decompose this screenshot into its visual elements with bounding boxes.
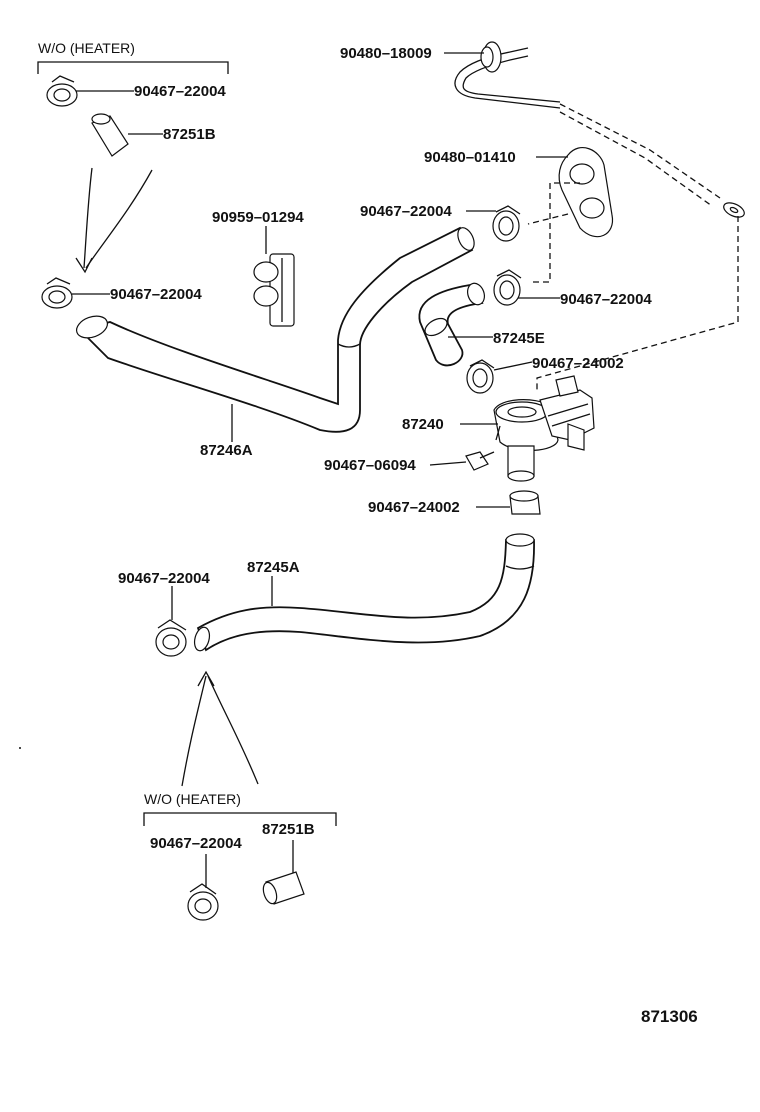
part-label-bypass-hose-bottom: 87251B: [262, 821, 315, 838]
hose-clamp-icon: [509, 490, 541, 515]
part-label-clamp-bottom: 90467–22004: [150, 835, 242, 852]
arrow-line: [207, 675, 259, 785]
control-cable-assembly: [454, 41, 745, 218]
diagram-number: 871306: [641, 1007, 698, 1026]
arrow-head-icon: [75, 257, 93, 274]
part-label-hose-87245a: 87245A: [247, 559, 300, 576]
hose-clamp-icon: [493, 269, 522, 306]
hose-clip-icon: [253, 253, 295, 327]
hose-clamp-icon: [155, 619, 187, 657]
cable-end-eyelet-icon: [723, 202, 745, 218]
heater-hose-87246a: [75, 226, 475, 433]
cable-grommet-icon: [480, 41, 502, 73]
part-label-clamp-top-2: 90467–22004: [110, 286, 202, 303]
screw-icon: [465, 451, 495, 471]
part-label-clamp-right-1: 90467–22004: [360, 203, 452, 220]
hose-clamp-icon: [492, 205, 521, 242]
wo-heater-label-bottom: W/O (HEATER): [144, 791, 241, 807]
part-label-clamp-right-2: 90467–22004: [560, 291, 652, 308]
hose-clamp-icon: [41, 277, 73, 309]
part-label-screw: 90467–06094: [324, 457, 416, 474]
bypass-hose-icon: [91, 113, 129, 157]
part-label-valve: 87240: [402, 416, 444, 433]
part-label-hose-87246a: 87246A: [200, 442, 253, 459]
part-label-clamp-24002-b: 90467–24002: [368, 499, 460, 516]
part-label-clip: 90959–01294: [212, 209, 304, 226]
wo-heater-label-top: W/O (HEATER): [38, 40, 135, 56]
heater-hose-87245a: [193, 533, 535, 652]
arrow-line: [181, 675, 207, 787]
part-label-cable-grommet: 90480–18009: [340, 45, 432, 62]
water-valve-icon: [493, 375, 595, 482]
part-label-clamp-top-1: 90467–22004: [134, 83, 226, 100]
arrow-head-icon: [197, 670, 215, 687]
wo-heater-group-top: W/O (HEATER) 90467–22004 87251B 90467–22…: [37, 40, 229, 309]
hose-clamp-icon: [466, 359, 495, 394]
stray-dot: [19, 747, 21, 749]
hose-clamp-icon: [187, 883, 219, 921]
dashed-leader-line: [527, 213, 569, 225]
part-label-bypass-hose-top: 87251B: [163, 126, 216, 143]
dashed-leader-line: [536, 216, 739, 392]
hose-clamp-icon: [46, 75, 78, 107]
dashed-leader-line: [530, 182, 580, 283]
wo-heater-group-bottom: W/O (HEATER) 90467–22004 87251B: [143, 791, 337, 921]
part-label-clamp-24002-a: 90467–24002: [532, 355, 624, 372]
part-label-clamp-lower: 90467–22004: [118, 570, 210, 587]
arrow-line: [83, 167, 93, 269]
heater-hose-87245e: [418, 282, 486, 367]
wo-heater-bracket-top: [37, 61, 229, 74]
part-label-hose-87245e: 87245E: [493, 330, 545, 347]
grommet-plate-icon: [558, 147, 614, 238]
part-label-grommet-plate: 90480–01410: [424, 149, 516, 166]
wo-heater-bracket-bottom: [143, 812, 337, 826]
arrow-line: [85, 169, 153, 269]
bypass-hose-icon: [262, 871, 305, 905]
